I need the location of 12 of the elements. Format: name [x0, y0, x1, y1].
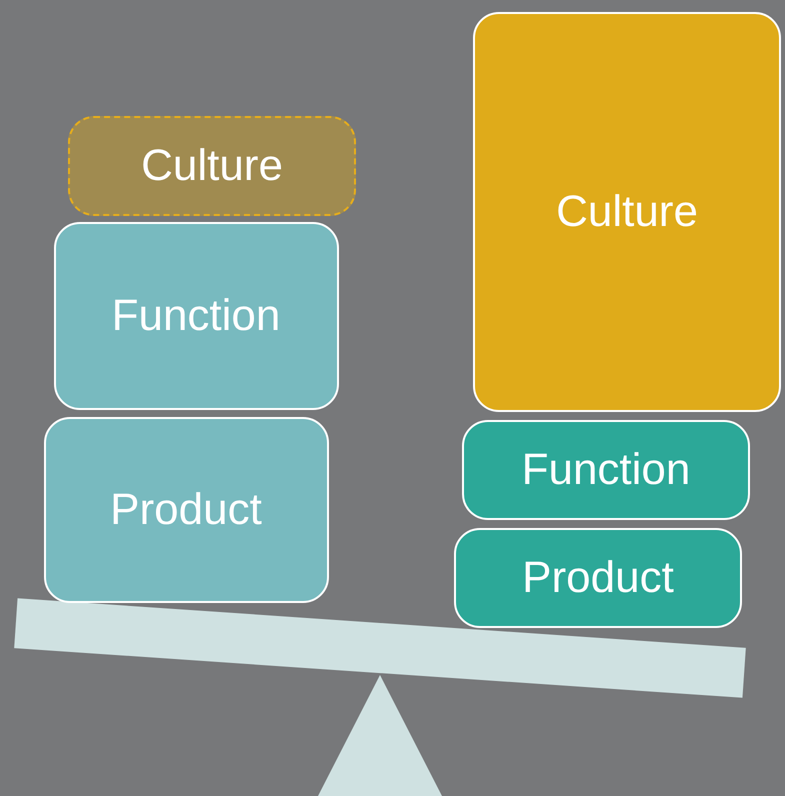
stacked-block [473, 12, 781, 412]
block-label: Culture [141, 141, 283, 191]
block-label: Function [522, 445, 690, 495]
block-label: Product [110, 485, 262, 535]
stacked-block [68, 116, 356, 216]
stacked-block [454, 528, 742, 628]
block-label: Culture [556, 187, 698, 237]
block-label: Function [112, 291, 280, 341]
stacked-block [462, 420, 750, 520]
block-label: Product [522, 553, 674, 603]
stacked-block [54, 222, 338, 410]
stacked-block [44, 417, 328, 603]
